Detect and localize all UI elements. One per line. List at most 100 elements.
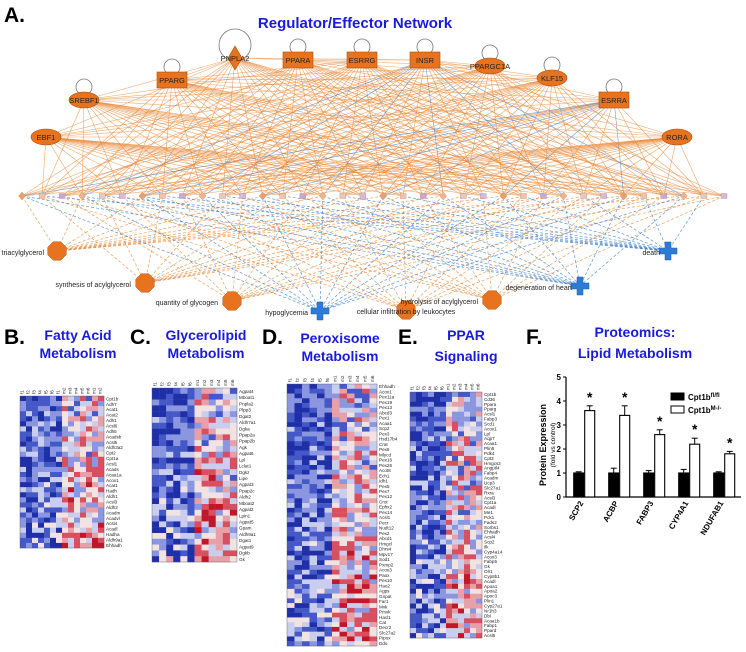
heatmap-cell — [347, 550, 355, 556]
gene-label: Lipe — [239, 476, 248, 481]
heatmap-cell — [470, 451, 477, 457]
heatmap-cell — [422, 470, 429, 476]
heatmap-cell — [166, 556, 174, 563]
heatmap-cell — [416, 583, 423, 589]
heatmap-cell — [98, 451, 105, 457]
heatmap-cell — [440, 495, 447, 501]
heatmap-cell — [62, 527, 69, 533]
heatmap-cell — [44, 461, 51, 468]
heatmap-cell — [422, 544, 429, 550]
heatmap-cell — [470, 416, 477, 422]
heatmap-cell — [458, 446, 465, 452]
heatmap-cell — [434, 608, 441, 614]
regulator-edge-68 — [41, 59, 426, 197]
outcome-edge-235 — [56, 195, 444, 252]
heatmap-cell — [180, 509, 188, 516]
category-label: FABP3 — [635, 499, 656, 526]
heatmap-cell — [20, 522, 27, 528]
heatmap-cell — [229, 463, 238, 470]
heatmap-cell — [44, 426, 51, 432]
heatmap-cell — [452, 633, 459, 639]
heatmap-cell — [476, 500, 483, 506]
heatmap-cell — [354, 398, 363, 404]
heatmap-cell — [38, 466, 45, 473]
heatmap-cell — [68, 466, 75, 473]
heatmap-cell — [62, 512, 69, 518]
heatmap-cell — [50, 401, 57, 407]
heatmap-cell — [470, 441, 477, 447]
heatmap-cell — [287, 631, 295, 637]
sample-label: f6 — [325, 378, 330, 382]
heatmap-cell — [294, 531, 303, 537]
heatmap-cell — [347, 460, 355, 466]
heatmap-cell — [287, 474, 295, 480]
heatmap-cell — [476, 578, 483, 585]
outcome-edge-303 — [579, 195, 685, 287]
heatmap-cell — [416, 549, 423, 555]
heatmap-cell — [464, 475, 471, 481]
heatmap-cell — [74, 421, 81, 427]
heatmap-cell — [422, 583, 429, 589]
heatmap-cell — [470, 446, 477, 452]
heatmap-cell — [38, 537, 45, 544]
heatmap-cell — [62, 497, 69, 503]
heatmap-cell — [38, 421, 45, 427]
heatmap-cell — [287, 536, 295, 542]
heatmap-cell — [476, 633, 483, 639]
heatmap-cell — [347, 498, 355, 504]
gene-label: Acaa1b — [484, 618, 500, 623]
heatmap-cell — [428, 495, 435, 501]
heatmap-cell — [470, 633, 477, 639]
heatmap-cell — [309, 426, 318, 432]
heatmap-cell — [20, 411, 27, 417]
heatmap-cell — [32, 512, 39, 518]
legend-swatch — [670, 392, 685, 401]
heatmap-cell — [294, 469, 303, 475]
outcome-edge-284 — [102, 195, 407, 311]
gene-label: Acsl4 — [106, 521, 118, 526]
heatmap-cell — [180, 393, 188, 400]
heatmap-cell — [339, 384, 348, 389]
heatmap-cell — [324, 403, 333, 409]
heatmap-cell — [354, 641, 363, 647]
sample-label: m1 — [92, 387, 97, 394]
heatmap-cell — [38, 461, 45, 468]
heatmap-cell — [287, 398, 295, 404]
regulator-edge-179 — [45, 136, 524, 197]
heatmap-cell — [332, 545, 340, 551]
heatmap-cell — [92, 502, 99, 508]
heatmap-cell — [416, 426, 423, 432]
heatmap-cell — [173, 550, 181, 557]
heatmap-cell — [86, 512, 93, 518]
heatmap-cell — [464, 436, 471, 442]
heatmap-cell — [362, 541, 370, 547]
heatmap-cell — [62, 401, 69, 407]
heatmap-cell — [354, 560, 363, 566]
heatmap-cell — [294, 384, 303, 389]
regulator-edge-39 — [262, 59, 363, 197]
heatmap-cell — [287, 617, 295, 623]
sample-label: f2 — [295, 378, 300, 382]
heatmap-cell — [434, 421, 441, 427]
heatmap-cell — [309, 541, 318, 547]
heatmap-cell — [32, 466, 39, 473]
heatmap-cell — [339, 469, 348, 475]
heatmap-cell — [347, 407, 355, 413]
heatmap-cell — [410, 628, 417, 634]
heatmap-cell — [446, 519, 453, 526]
sample-label: m1 — [446, 383, 451, 390]
heatmap-cell — [458, 500, 465, 506]
heatmap-cell — [434, 485, 441, 491]
outcome-node-7: death — [642, 241, 678, 261]
heatmap-cell — [458, 608, 465, 614]
heatmap-cell — [38, 431, 45, 437]
heatmap-cell — [62, 482, 69, 488]
heatmap-cell — [74, 532, 81, 539]
regulator-edge-190 — [302, 136, 678, 197]
heatmap-cell — [38, 482, 45, 488]
heatmap-cell — [92, 522, 99, 528]
target-gene-node — [339, 193, 347, 199]
heatmap-cell — [446, 529, 453, 535]
heatmap-cell — [440, 446, 447, 452]
gene-label: Pex2 — [379, 531, 390, 536]
